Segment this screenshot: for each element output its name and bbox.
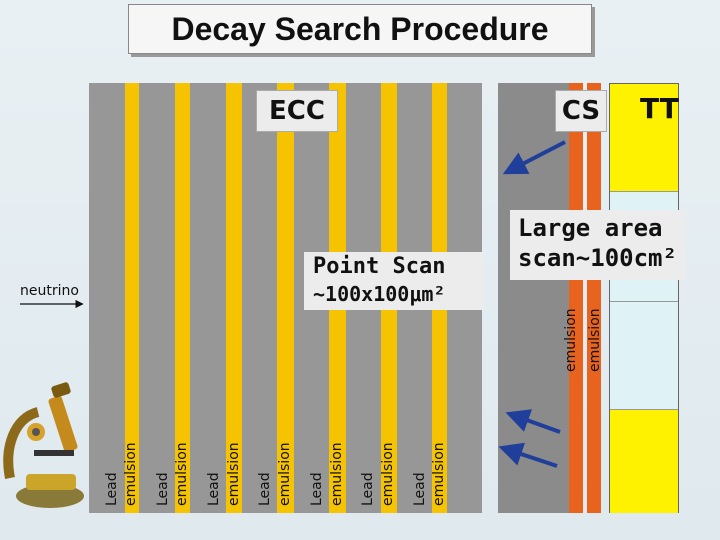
track-arrow xyxy=(505,409,561,434)
lead-layer xyxy=(89,83,125,513)
cs-emulsion-layer xyxy=(569,83,583,513)
point-scan-box xyxy=(304,252,484,310)
cs-label: CS xyxy=(555,90,607,132)
large-area-box xyxy=(510,210,685,280)
track-arrow xyxy=(502,140,566,175)
neutrino-label: neutrino xyxy=(20,283,79,299)
large-area-size: scan~100cm² xyxy=(518,244,677,272)
lead-layer xyxy=(139,83,175,513)
emulsion-layer xyxy=(277,83,294,513)
tt-segment xyxy=(610,301,678,410)
lead-layer xyxy=(242,83,277,513)
microscope-icon xyxy=(3,382,84,508)
cs-emulsion-layer xyxy=(587,83,601,513)
tt-segment xyxy=(610,84,678,191)
emulsion-layer xyxy=(175,83,190,513)
large-area-label: Large area xyxy=(518,214,663,242)
page-title: Decay Search Procedure xyxy=(128,4,592,54)
track-arrow xyxy=(498,442,558,468)
lead-layer xyxy=(190,83,226,513)
point-scan-label: Point Scan xyxy=(313,254,446,279)
tt-segment xyxy=(610,409,678,513)
point-scan-size: ~100x100μm² xyxy=(313,282,446,306)
tt-label: TT xyxy=(640,92,679,125)
emulsion-layer xyxy=(226,83,242,513)
emulsion-layer xyxy=(125,83,139,513)
ecc-label: ECC xyxy=(256,90,338,132)
